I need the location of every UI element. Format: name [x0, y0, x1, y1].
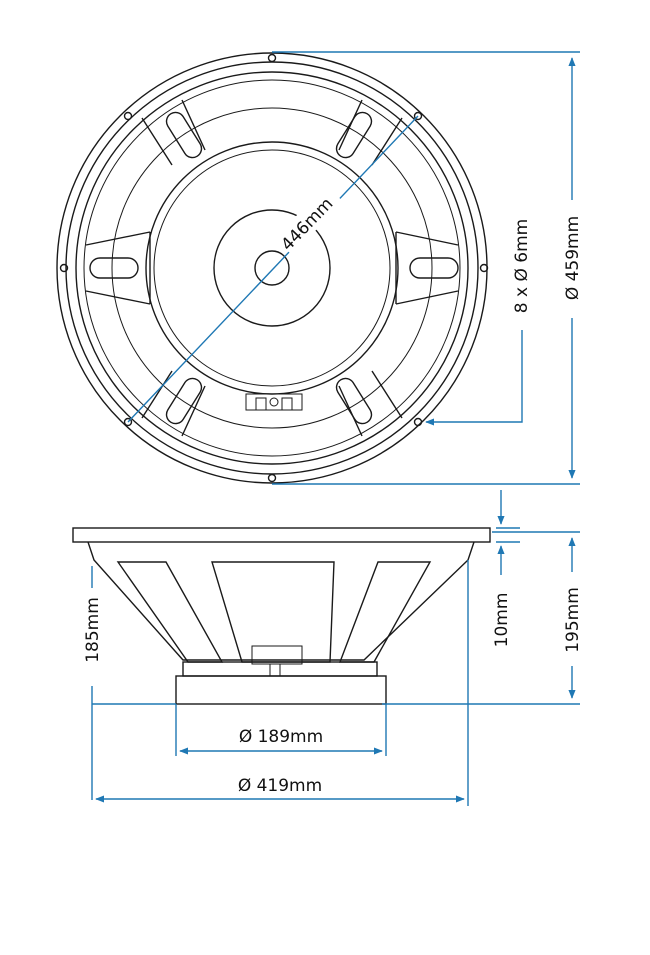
basket-depth-dimension: 185mm: [83, 566, 103, 800]
dust-cap: [254, 250, 290, 286]
outer-diameter-label: Ø 459mm: [563, 216, 583, 300]
magnet: [175, 675, 387, 705]
mounting-holes-dimension: 8 x Ø 6mm: [425, 219, 532, 426]
frame-inner-ring: [65, 61, 479, 475]
front-view: 446mm: [56, 52, 489, 484]
flange-thickness-dimension: 10mm: [492, 490, 520, 647]
cone-inner-ring: [153, 149, 391, 387]
mounting-holes-label: 8 x Ø 6mm: [512, 219, 532, 313]
surround-inner: [83, 79, 461, 457]
basket-profile: [87, 541, 475, 661]
mounting-holes: [59, 53, 489, 483]
outer-diameter-dimension: Ø 459mm: [272, 51, 583, 485]
spoke-slots: [89, 111, 459, 425]
dust-cap-ring: [213, 209, 331, 327]
basket-window-3: [338, 561, 432, 663]
basket-depth-label: 185mm: [83, 597, 103, 663]
overall-depth-label: 195mm: [563, 587, 583, 653]
magnet-diameter-label: Ø 189mm: [239, 727, 323, 747]
overall-depth-dimension: 195mm: [382, 531, 583, 705]
cone-edge: [111, 107, 433, 429]
basket-window-2: [211, 561, 335, 663]
baffle-cutout-dimension: Ø 419mm: [92, 560, 469, 806]
basket-window-1: [116, 561, 224, 663]
bolt-circle-label: 446mm: [277, 194, 337, 255]
frame-outer-ring: [56, 52, 488, 484]
terminal-post: [269, 663, 281, 677]
side-view: [72, 527, 491, 705]
terminals: [245, 393, 303, 411]
baffle-cutout-label: Ø 419mm: [238, 776, 322, 796]
flange: [72, 527, 491, 543]
basket-spokes: [85, 99, 459, 437]
flange-thickness-label: 10mm: [492, 593, 512, 648]
magnet-diameter-dimension: Ø 189mm: [175, 704, 387, 756]
surround-outer: [75, 71, 469, 465]
bolt-circle-line: [127, 115, 419, 423]
cone-ring: [145, 141, 399, 395]
